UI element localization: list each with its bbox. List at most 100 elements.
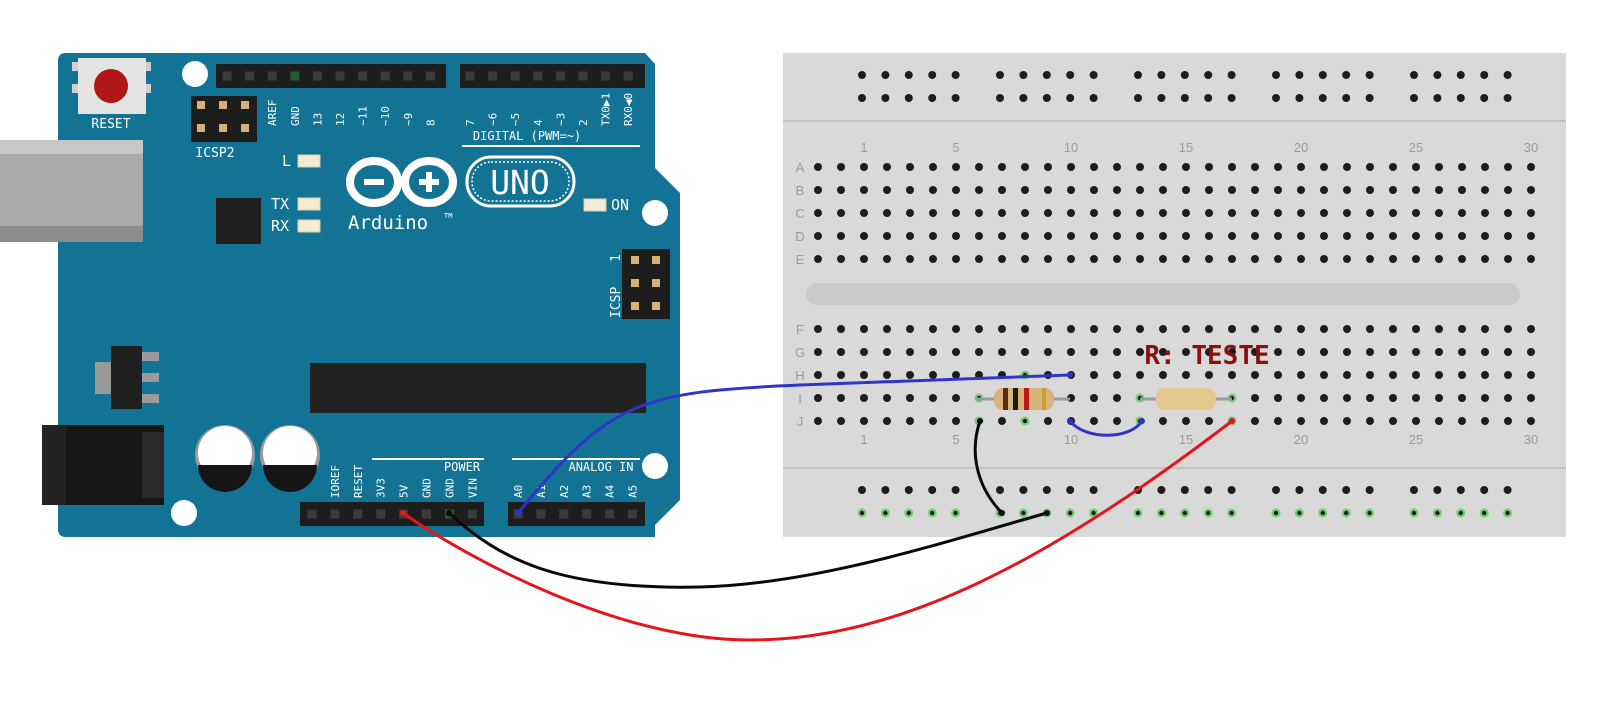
breadboard-hole (1205, 371, 1213, 379)
header-pin (628, 509, 637, 519)
wire-gnd-to-rail[interactable] (447, 511, 1048, 589)
rail-hole (996, 486, 1004, 494)
analog-pin-label: A0 (512, 485, 525, 498)
breadboard-hole (1067, 348, 1075, 356)
column-number: 15 (1179, 140, 1193, 155)
header-pin (488, 71, 498, 81)
wire-jumper-blue[interactable] (1068, 419, 1144, 437)
breadboard-hole (1366, 232, 1374, 240)
breadboard-hole (1136, 255, 1144, 263)
breadboard-hole (1481, 163, 1489, 171)
breadboard-hole (1274, 186, 1282, 194)
breadboard-hole (814, 163, 822, 171)
rail-hole (1227, 71, 1236, 79)
analog-pin-label: A5 (627, 485, 640, 498)
breadboard-hole (1159, 255, 1167, 263)
capacitor (260, 425, 320, 492)
breadboard-hole (998, 325, 1006, 333)
column-number: 25 (1409, 140, 1423, 155)
rail-hole (1318, 71, 1327, 79)
breadboard-hole (1021, 186, 1029, 194)
wire-a0-to-breadboard[interactable] (516, 373, 1071, 514)
breadboard-hole (1044, 232, 1052, 240)
rail-hole (1227, 486, 1236, 494)
breadboard-hole (1435, 394, 1443, 402)
digital-pin-label: 8 (424, 119, 437, 126)
breadboard-hole (883, 232, 891, 240)
breadboard-hole (1021, 209, 1029, 217)
column-number: 30 (1524, 140, 1538, 155)
breadboard-hole (837, 325, 845, 333)
breadboard-hole (1182, 163, 1190, 171)
breadboard-hole (1343, 232, 1351, 240)
digital-pin-label: 2 (577, 119, 590, 126)
header-pin (353, 509, 363, 519)
breadboard-hole (1228, 325, 1236, 333)
breadboard-hole (1320, 209, 1328, 217)
breadboard-hole (1205, 186, 1213, 194)
capacitor (195, 425, 255, 492)
column-number: 5 (952, 432, 959, 447)
breadboard-hole (1481, 186, 1489, 194)
wire-5v-to-resistor[interactable] (402, 419, 1233, 642)
wire-resistor-to-gnd[interactable] (973, 420, 1004, 515)
column-number: 10 (1064, 140, 1078, 155)
voltage-regulator (95, 346, 159, 409)
breadboard-hole (1297, 348, 1305, 356)
breadboard-hole (1067, 186, 1075, 194)
breadboard-hole (1320, 417, 1328, 425)
rail-hole (1480, 94, 1489, 102)
breadboard-hole (952, 209, 960, 217)
header-pin (601, 71, 611, 81)
breadboard-hole (1504, 255, 1512, 263)
led-tx-label: TX (271, 195, 289, 213)
breadboard-hole (1389, 417, 1397, 425)
breadboard-hole (1297, 325, 1305, 333)
breadboard-hole (1182, 186, 1190, 194)
digital-pin-label: ~10 (379, 106, 392, 126)
reset-button[interactable] (72, 58, 151, 114)
breadboard-hole (1251, 163, 1259, 171)
breadboard-hole (860, 209, 868, 217)
breadboard-hole (1481, 255, 1489, 263)
rail-hole (1342, 486, 1351, 494)
rail-hole (1365, 71, 1374, 79)
breadboard-hole (1458, 394, 1466, 402)
breadboard-hole (883, 394, 891, 402)
header-pin (510, 71, 520, 81)
breadboard-hole (1343, 209, 1351, 217)
rail-hole (1342, 71, 1351, 79)
breadboard-hole (1274, 417, 1282, 425)
header-pin (465, 71, 475, 81)
rail-hole (1204, 71, 1213, 79)
breadboard-hole (860, 394, 868, 402)
breadboard-hole (1320, 255, 1328, 263)
breadboard-hole (906, 394, 914, 402)
digital-pin-label: ~9 (402, 113, 415, 126)
breadboard-hole (1504, 348, 1512, 356)
rail-hole (1295, 71, 1304, 79)
breadboard-hole (1067, 163, 1075, 171)
breadboard-hole (929, 325, 937, 333)
breadboard-hole (906, 325, 914, 333)
breadboard-hole (952, 394, 960, 402)
breadboard-hole (1044, 186, 1052, 194)
row-label: E (796, 252, 805, 267)
rail-hole (1180, 71, 1189, 79)
rail-hole (1180, 94, 1189, 102)
breadboard-hole (1182, 417, 1190, 425)
breadboard-hole (1481, 348, 1489, 356)
breadboard-hole (929, 417, 937, 425)
rail-hole (1503, 486, 1512, 494)
rail-hole (1272, 94, 1280, 102)
rail-hole (1066, 94, 1075, 102)
digital-pin-label: ~3 (554, 113, 567, 126)
rail-hole (1410, 486, 1418, 494)
breadboard-hole (814, 394, 822, 402)
uno-badge (465, 155, 576, 208)
rail-hole (1204, 94, 1213, 102)
model-label: UNO (490, 163, 550, 202)
breadboard-hole (1297, 255, 1305, 263)
breadboard-hole (1435, 255, 1443, 263)
column-number: 20 (1294, 432, 1308, 447)
